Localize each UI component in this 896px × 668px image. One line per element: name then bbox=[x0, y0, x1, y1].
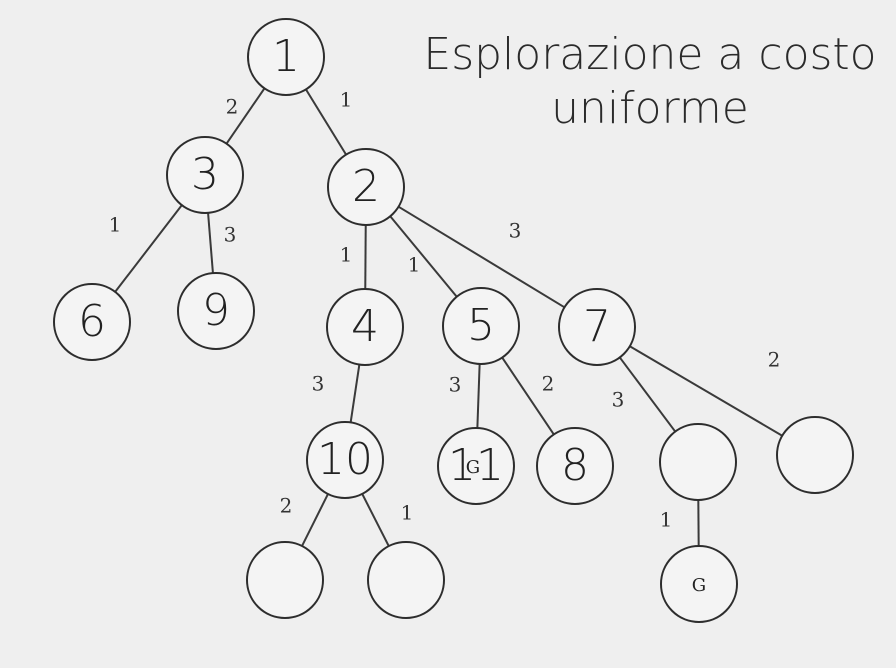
edge-n2-n5 bbox=[389, 215, 458, 298]
title-line-1: Esplorazione a costo bbox=[423, 29, 877, 80]
node-label-n4: 4 bbox=[351, 301, 379, 352]
title-line-2: uniforme bbox=[551, 83, 749, 134]
edge-weight-n1-n2: 1 bbox=[340, 88, 353, 112]
edge-n10-nC bbox=[301, 493, 329, 547]
node-circle-n3 bbox=[166, 136, 244, 214]
node-circle-nC bbox=[246, 541, 324, 619]
node-n7: 7 bbox=[558, 288, 636, 366]
edge-weight-n2-n5: 1 bbox=[408, 253, 421, 277]
edge-weight-n4-n10: 3 bbox=[312, 372, 325, 396]
node-overlay-n11: G bbox=[466, 457, 480, 478]
node-circle-n4 bbox=[326, 288, 404, 366]
node-circle-n7 bbox=[558, 288, 636, 366]
node-label-n3: 3 bbox=[191, 149, 219, 200]
edge-n3-n9 bbox=[207, 212, 214, 274]
edge-weight-n3-n9: 3 bbox=[224, 223, 237, 247]
node-nA bbox=[659, 423, 737, 501]
edge-weight-n2-n7: 3 bbox=[509, 219, 522, 243]
node-nD bbox=[367, 541, 445, 619]
edge-weight-n5-n8: 2 bbox=[542, 372, 555, 396]
node-circle-n11 bbox=[437, 427, 515, 505]
edge-n1-n3 bbox=[225, 87, 266, 145]
node-n2: 2 bbox=[327, 148, 405, 226]
node-label-n5: 5 bbox=[467, 300, 495, 351]
node-label-n6: 6 bbox=[78, 296, 106, 347]
edge-n2-n7 bbox=[397, 205, 566, 309]
edge-n5-n8 bbox=[501, 356, 555, 436]
node-circle-nB bbox=[776, 416, 854, 494]
node-circle-n8 bbox=[536, 427, 614, 505]
node-circle-nD bbox=[367, 541, 445, 619]
node-nC bbox=[246, 541, 324, 619]
node-nB bbox=[776, 416, 854, 494]
node-label-n7: 7 bbox=[583, 301, 611, 352]
edge-weight-n3-n6: 1 bbox=[109, 213, 122, 237]
node-n4: 4 bbox=[326, 288, 404, 366]
node-label-n2: 2 bbox=[352, 161, 380, 212]
node-n5: 5 bbox=[442, 287, 520, 365]
node-circle-n2 bbox=[327, 148, 405, 226]
node-label-n8: 8 bbox=[561, 440, 589, 491]
node-n6: 6 bbox=[53, 283, 131, 361]
node-n10: 10 bbox=[306, 421, 384, 499]
node-n8: 8 bbox=[536, 427, 614, 505]
node-n3: 3 bbox=[166, 136, 244, 214]
node-circle-nG bbox=[660, 545, 738, 623]
node-circle-n9 bbox=[177, 272, 255, 350]
diagram-title: Esplorazione a costo uniforme bbox=[420, 28, 880, 136]
edge-n5-n11 bbox=[476, 363, 481, 429]
node-label-n10: 10 bbox=[317, 434, 373, 485]
edge-weight-n1-n3: 2 bbox=[226, 95, 239, 119]
node-circle-nA bbox=[659, 423, 737, 501]
edge-weight-n7-nA: 3 bbox=[612, 388, 625, 412]
node-circle-n1 bbox=[247, 18, 325, 96]
node-n1: 1 bbox=[247, 18, 325, 96]
edge-n4-n10 bbox=[349, 364, 361, 423]
node-nG: G bbox=[660, 545, 738, 623]
node-label-n9: 9 bbox=[202, 285, 230, 336]
edge-n10-nD bbox=[361, 493, 390, 547]
edge-n3-n6 bbox=[114, 204, 183, 293]
edge-weight-n10-nC: 2 bbox=[280, 494, 293, 518]
node-n9: 9 bbox=[177, 272, 255, 350]
node-label-n1: 1 bbox=[272, 31, 300, 82]
edge-weight-n10-nD: 1 bbox=[401, 501, 414, 525]
edge-n1-n2 bbox=[305, 88, 347, 156]
node-n11: G11 bbox=[437, 427, 515, 505]
edge-weight-n7-nB: 2 bbox=[768, 348, 781, 372]
edge-weight-n5-n11: 3 bbox=[449, 373, 462, 397]
node-circle-n6 bbox=[53, 283, 131, 361]
edge-n7-nB bbox=[629, 345, 783, 437]
edge-weight-n2-n4: 1 bbox=[340, 243, 353, 267]
node-circle-n5 bbox=[442, 287, 520, 365]
edge-weight-nA-nG: 1 bbox=[660, 508, 673, 532]
node-label-n11: 11 bbox=[448, 440, 504, 491]
node-label-nG: G bbox=[692, 575, 706, 596]
node-circle-n10 bbox=[306, 421, 384, 499]
edge-n7-nA bbox=[618, 356, 677, 433]
